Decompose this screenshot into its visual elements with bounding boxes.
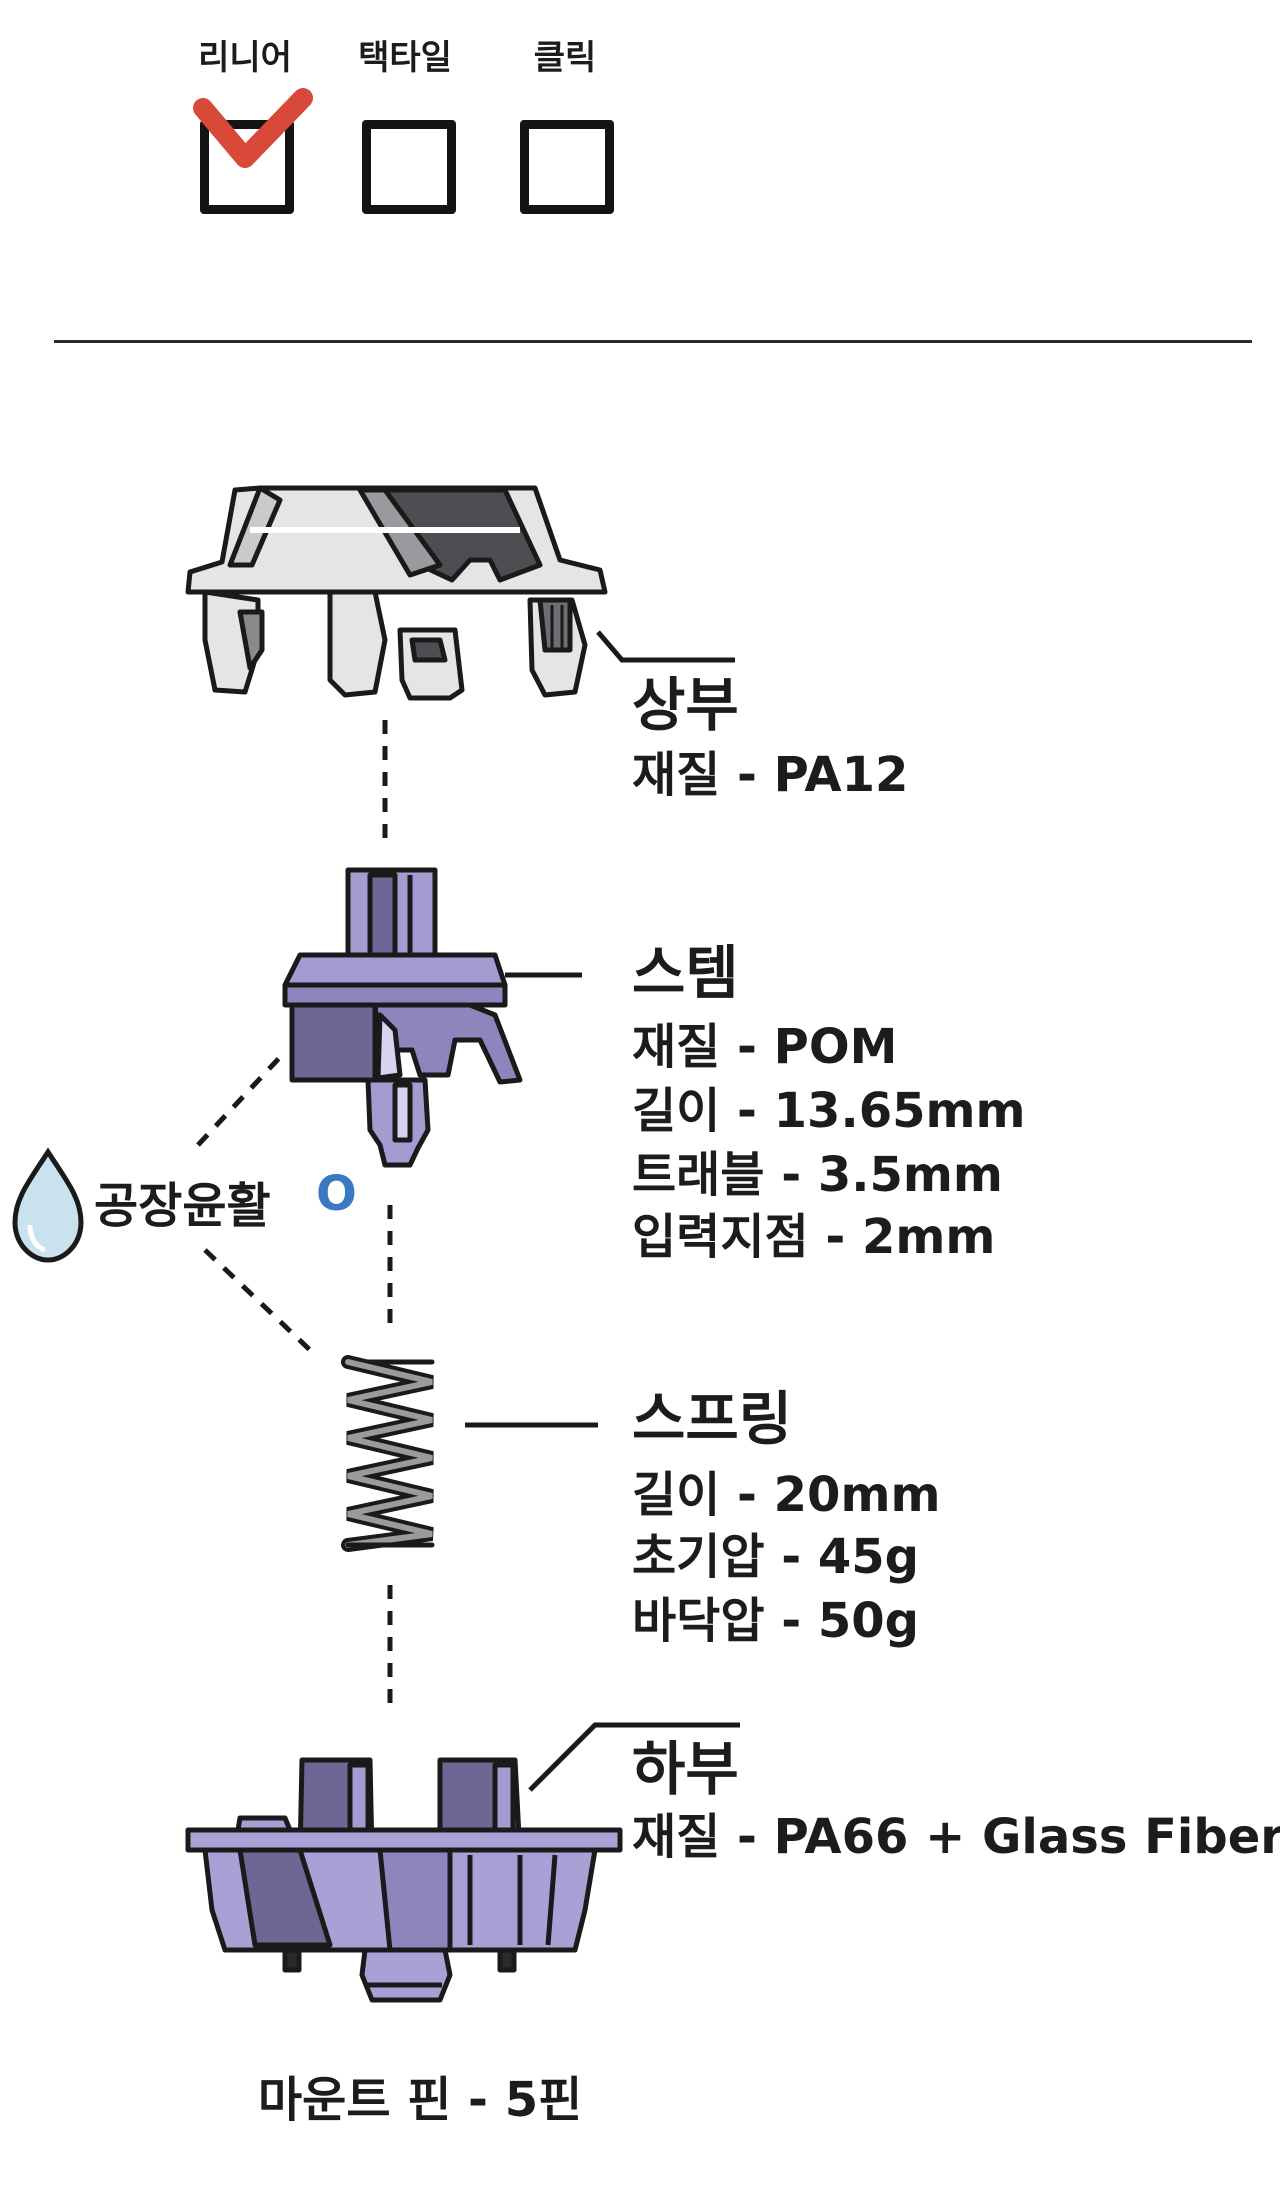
section-divider xyxy=(54,340,1252,343)
factory-lube-label: 공장윤활 xyxy=(94,1178,271,1234)
mount-pin-label: 마운트 핀 - 5핀 xyxy=(258,2072,583,2128)
spring-title: 스프링 xyxy=(632,1385,793,1453)
linear-checkbox xyxy=(200,120,294,214)
bottom-housing-title: 하부 xyxy=(632,1735,739,1803)
water-drop-icon xyxy=(12,1147,84,1263)
spring-spec-initial-force: 초기압 - 45g xyxy=(632,1529,919,1585)
stem-icon xyxy=(282,867,523,1168)
factory-lube-value: O xyxy=(316,1166,357,1222)
clicky-checkbox xyxy=(520,120,614,214)
spring-spec-length: 길이 - 20mm xyxy=(632,1467,941,1523)
tactile-checkbox xyxy=(362,120,456,214)
bottom-housing-icon xyxy=(185,1757,623,2003)
switch-type-label-clicky: 클릭 xyxy=(533,38,597,78)
spring-spec-bottom-force: 바닥압 - 50g xyxy=(632,1593,919,1649)
stem-spec-length: 길이 - 13.65mm xyxy=(632,1083,1026,1139)
spring-icon xyxy=(341,1355,435,1552)
top-housing-spec-material: 재질 - PA12 xyxy=(632,747,909,803)
stem-spec-material: 재질 - POM xyxy=(632,1019,898,1075)
check-mark-icon xyxy=(193,88,313,168)
switch-type-label-linear: 리니어 xyxy=(198,38,292,78)
stem-spec-actuation: 입력지점 - 2mm xyxy=(632,1209,996,1265)
top-housing-title: 상부 xyxy=(632,671,739,739)
bottom-housing-spec-material: 재질 - PA66 + Glass Fiber xyxy=(632,1809,1280,1865)
top-housing-icon xyxy=(185,485,608,701)
switch-type-label-tactile: 택타일 xyxy=(358,38,452,78)
stem-spec-travel: 트래블 - 3.5mm xyxy=(632,1147,1003,1203)
stem-title: 스템 xyxy=(632,939,739,1007)
